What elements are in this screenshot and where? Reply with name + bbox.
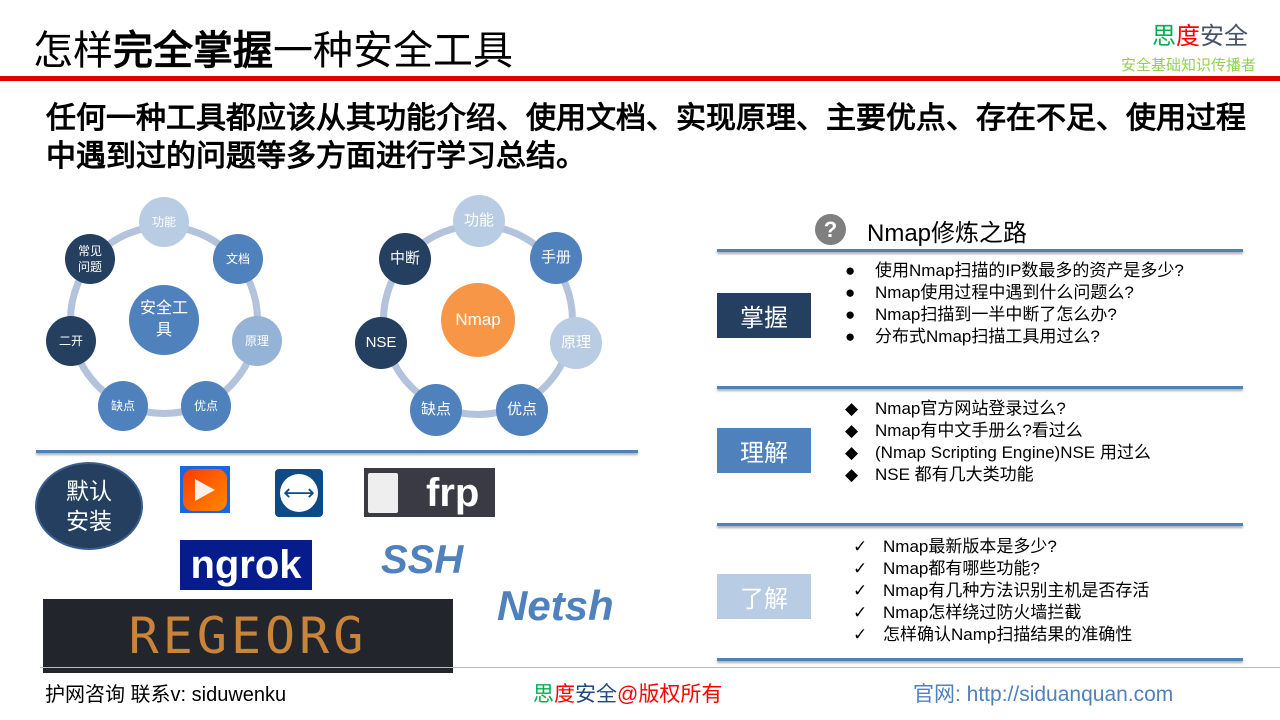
ngrok-logo: ngrok [180, 540, 312, 590]
cycle-node: 二开 [46, 316, 96, 366]
header-divider [0, 76, 1280, 81]
footer-website-link[interactable]: 官网: http://siduanquan.com [913, 683, 1174, 706]
diamond-icon: ◆ [845, 443, 859, 462]
bullet-icon: ● [845, 305, 856, 324]
footer-contact: 护网咨询 联系v: siduwenku [45, 684, 287, 706]
title-part: 一种安全工具 [273, 29, 513, 73]
list-item: ◆ (Nmap Scripting Engine)NSE 用过么 [845, 442, 1151, 464]
check-icon: ✓ [853, 537, 868, 556]
panel-title: Nmap修炼之路 [867, 220, 1028, 247]
know-list: ✓ Nmap最新版本是多少? ✓ Nmap都有哪些功能? ✓ Nmap有几种方法识别主… [853, 536, 1149, 646]
check-icon: ✓ [853, 581, 868, 600]
cycle-node: 文档 [213, 234, 263, 284]
frp-logo: frp [364, 468, 495, 517]
panel-divider [717, 249, 1243, 252]
item-text: Nmap有几种方法识别主机是否存活 [883, 581, 1150, 600]
bullet-icon: ● [845, 327, 856, 346]
list-item: ✓ Nmap最新版本是多少? [853, 536, 1149, 558]
list-item: ✓ Nmap怎样绕过防火墙拦截 [853, 602, 1149, 624]
title-bold: 完全掌握 [113, 29, 273, 73]
item-text: Nmap怎样绕过防火墙拦截 [883, 603, 1082, 622]
item-text: (Nmap Scripting Engine)NSE 用过么 [875, 443, 1151, 462]
list-item: ✓ Nmap有几种方法识别主机是否存活 [853, 580, 1149, 602]
understand-list: ◆ Nmap官方网站登录过么? ◆ Nmap有中文手册么?看过么 ◆ (Nmap Sc… [845, 398, 1151, 486]
list-item: ● Nmap扫描到一半中断了怎么办? [845, 304, 1184, 326]
item-text: Nmap使用过程中遇到什么问题么? [875, 283, 1134, 302]
cycle-node: 优点 [181, 381, 231, 431]
diamond-icon: ◆ [845, 465, 859, 484]
cycle-node: 中断 [379, 233, 431, 285]
item-text: 使用Nmap扫描的IP数最多的资产是多少? [875, 261, 1184, 280]
brand-char: 度 [1176, 23, 1200, 50]
item-text: NSE 都有几大类功能 [875, 465, 1034, 484]
bullet-icon: ● [845, 283, 856, 302]
item-text: Nmap都有哪些功能? [883, 559, 1040, 578]
ssh-label: SSH [381, 538, 464, 582]
section-divider [36, 450, 638, 453]
item-text: Nmap扫描到一半中断了怎么办? [875, 305, 1117, 324]
intro-text: 任何一种工具都应该从其功能介绍、使用文档、实现原理、主要优点、存在不足、使用过程… [46, 102, 1246, 173]
netsh-label: Netsh [497, 582, 614, 629]
level-know-label: 了解 [717, 574, 811, 619]
cycle-node: 缺点 [410, 384, 462, 436]
item-text: Nmap最新版本是多少? [883, 537, 1057, 556]
title-part: 怎样 [33, 29, 113, 73]
diamond-icon: ◆ [845, 399, 859, 418]
brand-char: 安全 [1200, 23, 1248, 50]
cycle-node: 手册 [530, 232, 582, 284]
cycle-node: 功能 [139, 197, 189, 247]
cycle-center: 安全工具 [129, 285, 199, 355]
panel-divider [717, 386, 1243, 389]
list-item: ✓ Nmap都有哪些功能? [853, 558, 1149, 580]
regeorg-logo: REGEORG [43, 599, 453, 673]
cycle-node: NSE [355, 317, 407, 369]
cycle-node: 原理 [232, 316, 282, 366]
check-icon: ✓ [853, 559, 868, 578]
copyright-char: 思 [533, 683, 554, 706]
item-text: 分布式Nmap扫描工具用过么? [875, 327, 1100, 346]
list-item: ◆ NSE 都有几大类功能 [845, 464, 1151, 486]
panel-divider [717, 523, 1243, 526]
list-item: ◆ Nmap官方网站登录过么? [845, 398, 1151, 420]
frp-label: frp [426, 470, 480, 515]
footer-copyright: 思度安全@版权所有 [533, 678, 722, 708]
item-text: Nmap官方网站登录过么? [875, 399, 1066, 418]
cycle-node: 优点 [496, 384, 548, 436]
list-item: ● 使用Nmap扫描的IP数最多的资产是多少? [845, 260, 1184, 282]
diamond-icon: ◆ [845, 421, 859, 440]
list-item: ● Nmap使用过程中遇到什么问题么? [845, 282, 1184, 304]
list-item: ✓ 怎样确认Namp扫描结果的准确性 [853, 624, 1149, 646]
footer-divider [40, 667, 1280, 668]
check-icon: ✓ [853, 625, 868, 644]
cycle-node: 功能 [453, 195, 505, 247]
copyright-char: 安全 [575, 683, 617, 706]
level-understand-label: 理解 [717, 428, 811, 473]
master-list: ● 使用Nmap扫描的IP数最多的资产是多少? ● Nmap使用过程中遇到什么问题么… [845, 260, 1184, 348]
copyright-char: 度 [554, 683, 575, 706]
panel-divider [717, 658, 1243, 661]
copyright-char: @版权所有 [617, 683, 723, 706]
level-master-label: 掌握 [717, 293, 811, 338]
question-circle-icon: ? [815, 214, 846, 245]
cycle-node: 缺点 [98, 381, 148, 431]
item-text: Nmap有中文手册么?看过么 [875, 421, 1083, 440]
page-title: 怎样完全掌握一种安全工具 [33, 18, 513, 76]
cycle-center: Nmap [441, 283, 515, 357]
check-icon: ✓ [853, 603, 868, 622]
brand-subtitle: 安全基础知识传播者 [1121, 57, 1257, 74]
brand-char: 思 [1152, 23, 1176, 50]
list-item: ● 分布式Nmap扫描工具用过么? [845, 326, 1184, 348]
cycle-node: 原理 [550, 317, 602, 369]
cycle-node: 常见问题 [65, 234, 115, 284]
remote-app-icon [180, 466, 230, 513]
teamviewer-icon: ⟷ [275, 469, 323, 517]
bullet-icon: ● [845, 261, 856, 280]
brand-logo: 思度安全 [1152, 16, 1248, 51]
default-install-badge: 默认安装 [35, 462, 143, 550]
item-text: 怎样确认Namp扫描结果的准确性 [883, 625, 1133, 644]
list-item: ◆ Nmap有中文手册么?看过么 [845, 420, 1151, 442]
